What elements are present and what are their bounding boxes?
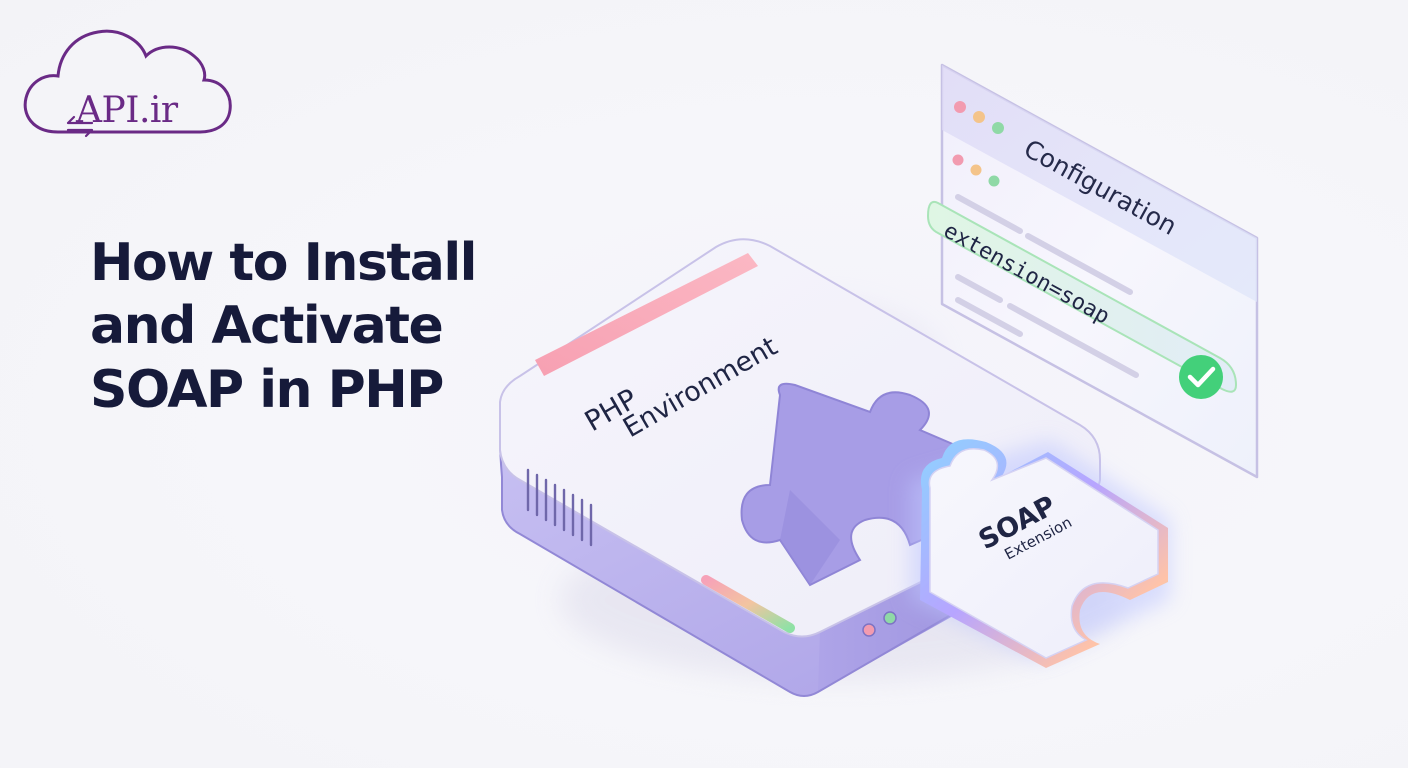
cloud-icon (23, 29, 232, 138)
page-title: How to Install and Activate SOAP in PHP (90, 232, 478, 422)
check-icon (1179, 355, 1223, 399)
swap-arrows-icon (66, 115, 94, 138)
vent-grille (526, 468, 593, 547)
illustration: Configuration extension=soap (480, 40, 1408, 768)
illustration-svg: Configuration extension=soap (499, 63, 1259, 697)
window-controls-second[interactable] (952, 154, 1000, 187)
title-line-2: and Activate (90, 296, 444, 357)
power-leds[interactable] (862, 611, 897, 637)
window-controls-top[interactable] (954, 101, 1004, 134)
puzzle-piece-icon[interactable]: SOAP Extension (910, 439, 1170, 668)
logo-text: API.ir (76, 90, 178, 131)
placeholder-lines (955, 194, 1139, 378)
title-line-1: How to Install (90, 233, 478, 293)
brand-logo[interactable]: API.ir (18, 18, 238, 143)
title-line-3: SOAP in PHP (90, 359, 444, 420)
status-led-strip (701, 575, 795, 633)
